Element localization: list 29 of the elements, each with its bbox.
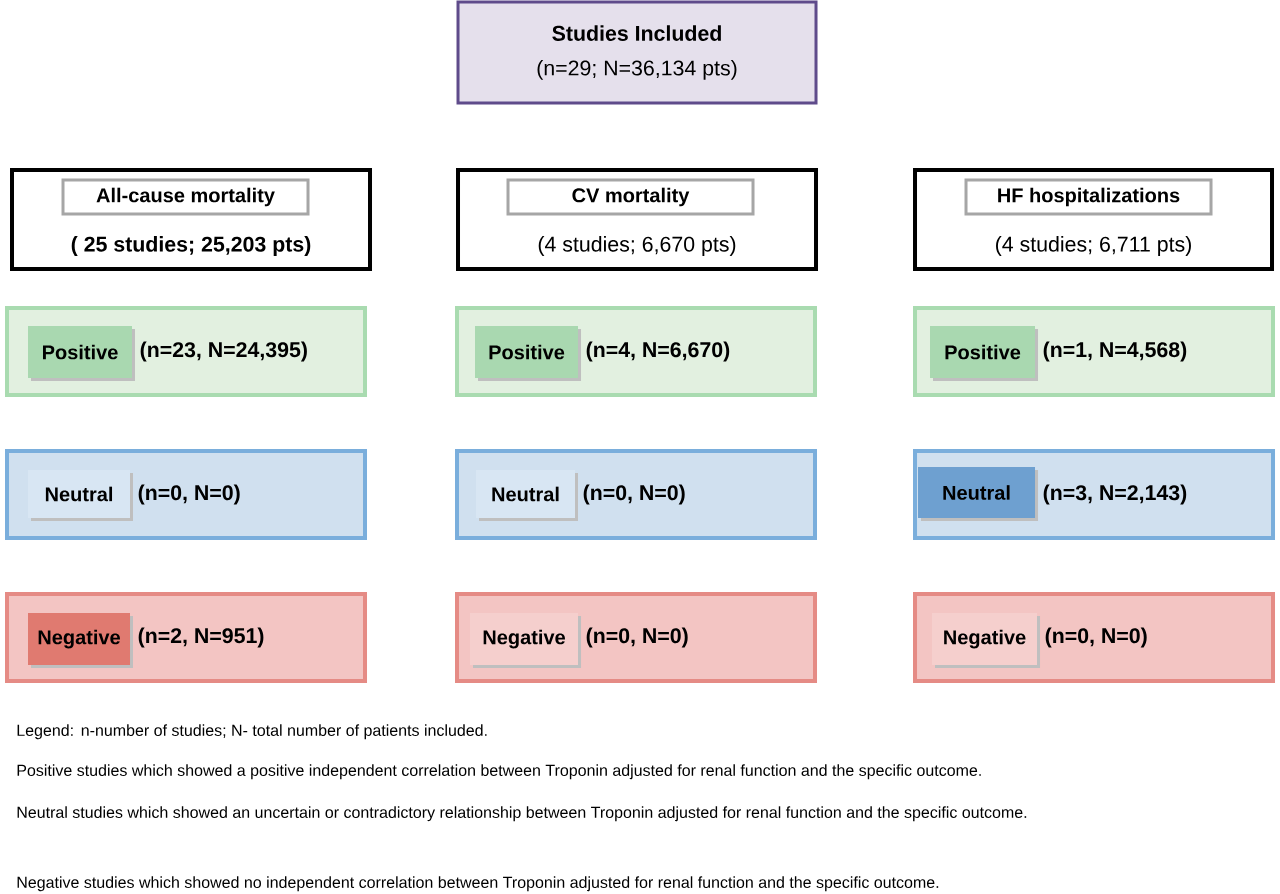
- note-text: Legend: n-number of studies; N- total number of patients included.: [17, 724, 487, 740]
- count-text: (n=4, N=6,670): [586, 341, 730, 362]
- category-tag: Neutral: [476, 470, 578, 521]
- outcome-title: HF hospitalizations: [964, 178, 1213, 216]
- count-text: (n=0, N=0): [1045, 627, 1147, 648]
- category-tag: Neutral: [28, 470, 133, 521]
- count-text: (n=3, N=2,143): [1043, 484, 1187, 505]
- study-count: (4 studies; 6,670 pts): [538, 236, 736, 256]
- outcome-title: All-cause mortality: [61, 178, 310, 216]
- outcome-title: CV mortality: [506, 178, 755, 216]
- category-tag: Negative: [28, 613, 133, 668]
- study-count: ( 25 studies; 25,203 pts): [71, 236, 311, 256]
- note-text: Positive studies which showed a positive independent correlation between Troponin adjusted for renal function and the specific outcome.: [17, 764, 981, 780]
- category-tag: Positive: [28, 326, 135, 381]
- count-text: (n=0, N=0): [586, 627, 688, 648]
- count-text: (n=0, N=0): [583, 484, 685, 505]
- category-tag: Neutral: [918, 467, 1038, 521]
- header-box: Studies Included (n=29; N=36,134 pts): [456, 0, 818, 105]
- note-text: Neutral studies which showed an uncertain or contradictory relationship between Troponin adjusted for renal function and the specific outcome.: [17, 806, 1027, 822]
- count-text: (n=2, N=951): [138, 627, 264, 648]
- category-tag: Positive: [475, 326, 581, 381]
- count-text: (n=1, N=4,568): [1043, 341, 1187, 362]
- note-text: Negative studies which showed no independent correlation between Troponin adjusted for renal function and the specific outcome.: [17, 876, 939, 892]
- category-tag: Negative: [932, 613, 1040, 668]
- count-text: (n=0, N=0): [138, 484, 240, 505]
- category-tag: Positive: [930, 326, 1038, 381]
- study-count: (4 studies; 6,711 pts): [996, 236, 1191, 256]
- category-tag: Negative: [470, 613, 581, 668]
- count-text: (n=23, N=24,395): [140, 341, 307, 362]
